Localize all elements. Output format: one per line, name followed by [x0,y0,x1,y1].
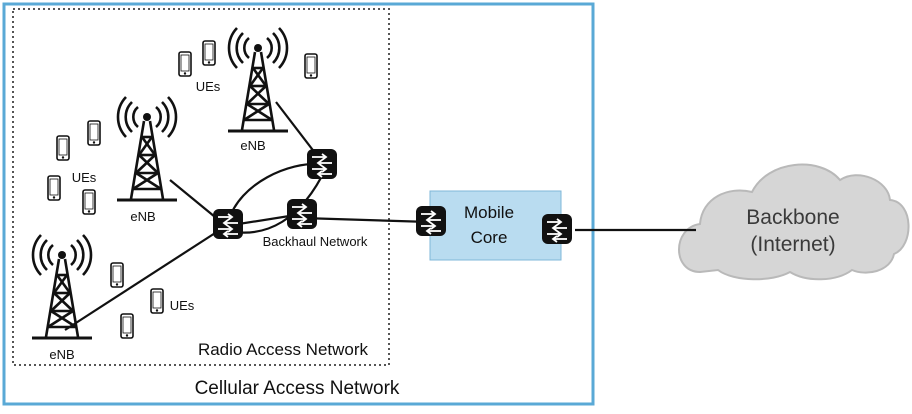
switch-core-ingress-icon [415,205,447,237]
mobile-core-box [429,190,562,261]
phone-icon [110,262,124,288]
mobile-core: Mobile Core [429,190,562,261]
switch-top-icon [306,148,338,180]
cellular-access-network-box [2,2,595,406]
backbone-cloud: Backbone (Internet) [678,163,910,281]
ues-label-2: UEs [72,170,97,185]
radio-access-network-label: Radio Access Network [198,340,369,359]
link-enb3-hub [64,225,227,331]
phone-icon [304,53,318,79]
switch-hub-icon [212,208,244,240]
phone-icon [150,288,164,314]
mobile-core-label-line2: Core [471,228,508,247]
enb-label-1: eNB [240,138,265,153]
cloud-label-line1: Backbone [746,206,839,229]
phone-icon [87,120,101,146]
phone-icon [202,40,216,66]
switch-core-egress-icon [541,213,573,245]
ues-label-3: UEs [170,298,195,313]
enb-label-3: eNB [49,347,74,362]
cloud-label-line2: (Internet) [750,233,835,256]
backhaul-network-label: Backhaul Network [263,234,368,249]
radio-access-network-box [12,8,390,366]
enb-label-2: eNB [130,209,155,224]
backhaul-ring-bottom [233,167,327,234]
ues-label-1: UEs [196,79,221,94]
switch-backhaul-icon [286,198,318,230]
cellular-access-network-label: Cellular Access Network [195,378,400,399]
link-backhaul-core [301,216,431,224]
phone-icon [82,189,96,215]
phone-icon [120,313,134,339]
enb-tower-icon-2 [115,95,179,202]
enb-tower-icon-1 [226,26,290,133]
mobile-core-label-line1: Mobile [464,203,514,222]
phone-icon [56,135,70,161]
phone-icon [178,51,192,77]
phone-icon [47,175,61,201]
enb-tower-icon-3 [30,233,94,340]
